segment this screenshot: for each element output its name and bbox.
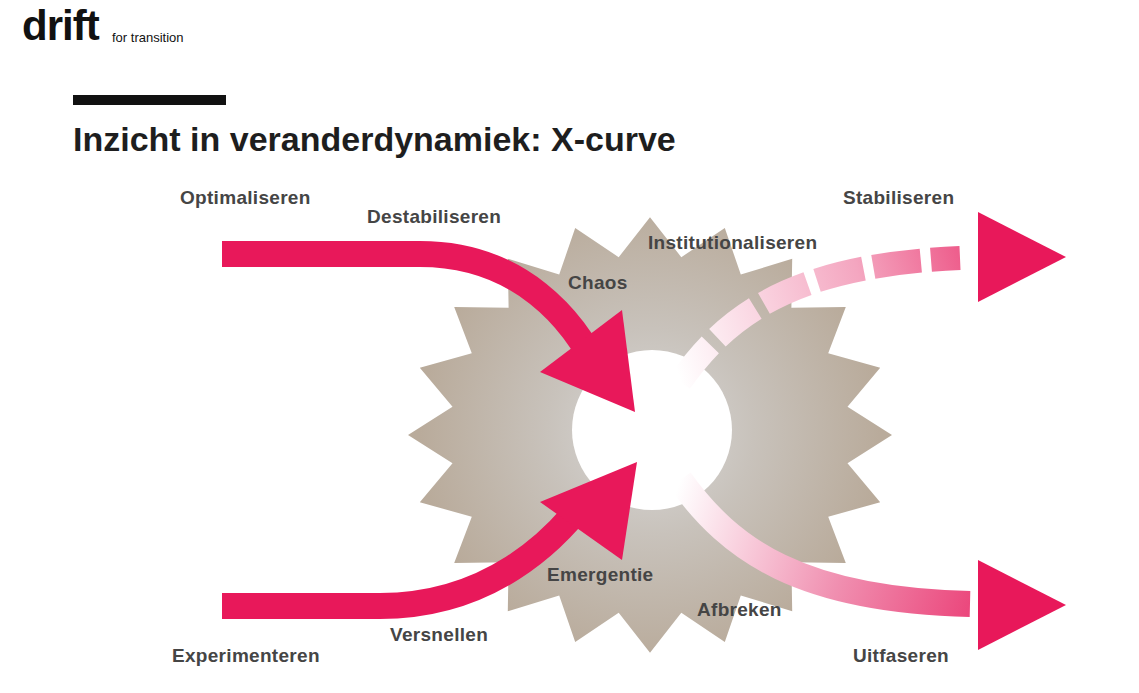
phase-out-arrow — [680, 480, 970, 604]
arrowhead — [540, 462, 637, 560]
logo-word: drift — [22, 2, 99, 50]
phase-label: Uitfaseren — [853, 645, 949, 667]
phase-label: Afbreken — [697, 599, 782, 621]
experiment-arrow — [222, 500, 585, 606]
accent-bar — [73, 95, 226, 105]
phase-label: Institutionaliseren — [648, 232, 817, 254]
arrowhead — [540, 310, 635, 412]
phase-label: Optimaliseren — [180, 187, 311, 209]
phase-label: Experimenteren — [172, 645, 320, 667]
phase-label: Stabiliseren — [843, 187, 954, 209]
phase-label: Chaos — [568, 272, 628, 294]
stabilize-arrow — [680, 258, 960, 382]
phase-label: Emergentie — [547, 564, 653, 586]
phase-label: Versnellen — [390, 624, 488, 646]
logo-tagline: for transition — [112, 31, 184, 46]
arrowhead — [978, 212, 1066, 302]
optimize-arrow — [222, 254, 600, 375]
arrowhead — [978, 560, 1066, 650]
slide-title: Inzicht in veranderdynamiek: X-curve — [73, 120, 676, 159]
phase-label: Destabiliseren — [367, 206, 501, 228]
